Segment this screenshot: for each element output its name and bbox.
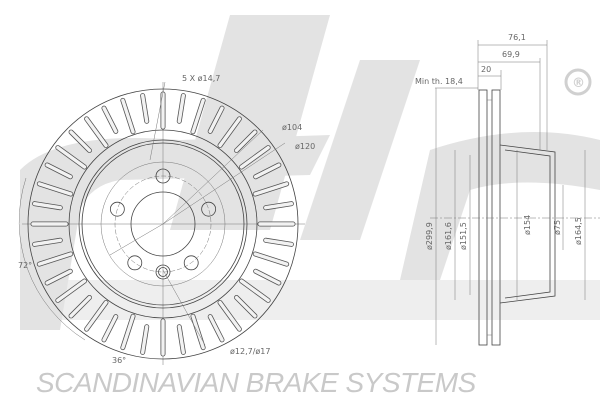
pcd-label: ø104	[282, 123, 302, 132]
cooling-vane	[234, 130, 257, 153]
cooling-vane	[140, 325, 149, 355]
cooling-vane	[32, 201, 62, 210]
bolt-holes-label: 5 X ø14,7	[182, 74, 220, 83]
cooling-vane	[191, 314, 205, 350]
cooling-vane	[84, 300, 108, 331]
d2-label: ø151,5	[459, 222, 468, 250]
cooling-vane	[234, 295, 257, 318]
total-height-label: 76,1	[508, 33, 526, 42]
cooling-vane	[264, 201, 294, 210]
cooling-vane	[264, 238, 294, 247]
cooling-vane	[102, 314, 118, 342]
cooling-vane	[177, 93, 186, 123]
cooling-vane	[37, 252, 73, 266]
cooling-vane	[140, 93, 149, 123]
cooling-vane	[177, 325, 186, 355]
cooling-vane	[253, 269, 281, 285]
cooling-vane	[191, 98, 205, 134]
d4-label: ø164,5	[574, 217, 583, 245]
cooling-vane	[32, 238, 62, 247]
cooling-vane	[121, 314, 135, 350]
cooling-vane	[56, 279, 87, 303]
thread-hole-label: ø12,7/ø17	[230, 347, 270, 356]
cooling-vane	[218, 117, 242, 148]
cooling-vane	[253, 252, 289, 266]
cooling-vane	[253, 182, 289, 196]
bolt-hole	[127, 255, 143, 271]
outer-rim	[27, 88, 299, 360]
bolt-hole	[183, 255, 199, 271]
hub-dia-label: ø120	[295, 142, 315, 151]
center-bore	[130, 191, 196, 257]
bolt-hole	[155, 168, 171, 184]
sbs-watermark-logo	[20, 15, 600, 330]
outer-dia-label: ø299,9	[425, 222, 434, 250]
cooling-vane	[121, 98, 135, 134]
bolt-hole	[201, 201, 217, 217]
cooling-vane	[218, 300, 242, 331]
cooling-vane	[253, 163, 281, 179]
d1-label: ø161,6	[444, 222, 453, 250]
cooling-vane	[208, 106, 224, 134]
cooling-vane	[69, 295, 92, 318]
cooling-vane	[239, 145, 270, 169]
cooling-vane	[56, 145, 87, 169]
angle-vane-label: 36°	[112, 356, 126, 365]
cooling-vane	[45, 269, 73, 285]
d3-label: ø154	[523, 215, 532, 235]
thread-hole	[158, 267, 168, 277]
cooling-vane	[37, 182, 73, 196]
registered-mark: ®	[572, 76, 585, 91]
cooling-vane	[45, 163, 73, 179]
angle-bolt-label: 72°	[18, 261, 32, 270]
hat-height-label: 69,9	[502, 50, 520, 59]
side-view	[430, 40, 600, 346]
thread-hole	[155, 264, 171, 280]
cooling-vane	[208, 314, 224, 342]
min-thickness-label: Min th. 18,4	[415, 77, 463, 86]
brand-name: SCANDINAVIAN BRAKE SYSTEMS	[36, 367, 477, 398]
front-view	[18, 81, 305, 365]
cooling-vane	[239, 279, 270, 303]
cooling-vane	[102, 106, 118, 134]
cooling-vane	[69, 130, 92, 153]
thickness-label: 20	[481, 65, 491, 74]
cooling-vane	[84, 117, 108, 148]
registered-mark-icon	[564, 68, 592, 96]
bolt-hole	[109, 201, 125, 217]
center-bore-label: ø75	[553, 220, 562, 235]
